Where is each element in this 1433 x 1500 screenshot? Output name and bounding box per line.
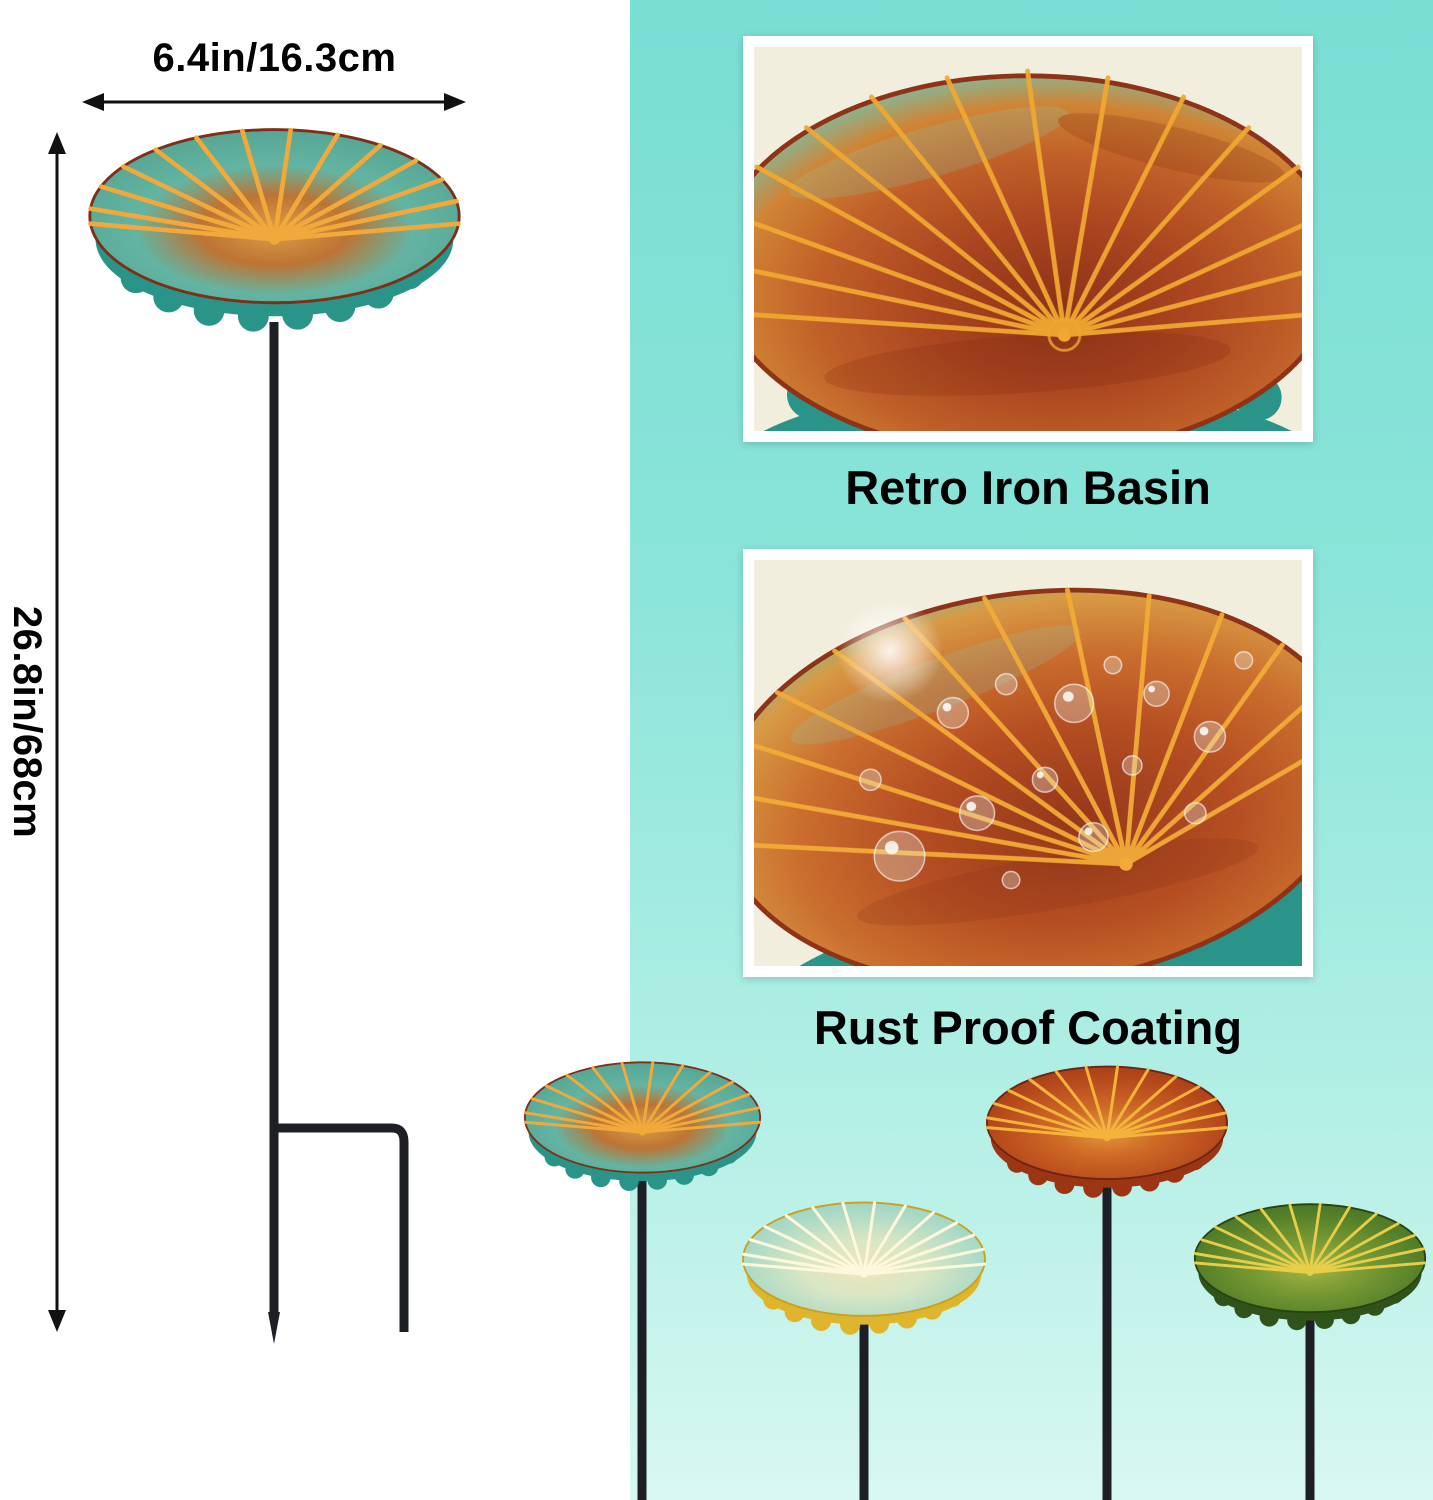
basin-ridges — [985, 1065, 1228, 1140]
basin-ridges — [88, 127, 461, 242]
basin-ridges — [1193, 1203, 1427, 1275]
closeup-texture — [788, 106, 1285, 396]
basin-droplets-photo — [754, 560, 1302, 966]
droplet-highlights — [884, 685, 1209, 855]
basin-ridges — [741, 1201, 986, 1276]
photo-card-rust-proof-coating — [743, 549, 1313, 977]
water-droplets — [858, 650, 1254, 890]
photo-card-retro-iron-basin — [743, 36, 1313, 442]
width-dimension-arrow — [82, 93, 466, 111]
feature-title-rust-proof-coating: Rust Proof Coating — [813, 1001, 1243, 1054]
closeup-hub — [1057, 328, 1072, 342]
variant-basin-teal-rust — [523, 1061, 762, 1191]
main-stake — [269, 322, 409, 1332]
basin-ridges — [523, 1061, 762, 1134]
basin-interior — [986, 1065, 1228, 1180]
basin-interior — [88, 128, 461, 305]
width-dimension-label: 6.4in/16.3cm — [152, 36, 397, 80]
stake-tip — [268, 1312, 280, 1344]
feature-title-retro-iron-basin: Retro Iron Basin — [845, 461, 1211, 514]
droplet-basin-ridges — [754, 587, 1302, 867]
flash-glare — [836, 598, 944, 704]
variant-basin-yellow — [741, 1201, 986, 1335]
basin-interior — [742, 1201, 986, 1317]
basin-interior — [523, 1061, 762, 1174]
droplet-basin-texture — [790, 625, 1259, 926]
basin-closeup-photo — [754, 47, 1302, 431]
closeup-ridges — [754, 68, 1302, 338]
height-dimension-arrow — [48, 132, 66, 1332]
basin-interior — [1193, 1203, 1427, 1314]
stake-ground-prong — [278, 1123, 409, 1332]
variant-basin-red — [985, 1065, 1228, 1198]
basin-hub — [269, 233, 280, 245]
height-dimension-label: 26.8in/68cm — [5, 605, 49, 839]
variant-basin-green — [1193, 1203, 1427, 1331]
main-basin-image — [88, 127, 461, 332]
